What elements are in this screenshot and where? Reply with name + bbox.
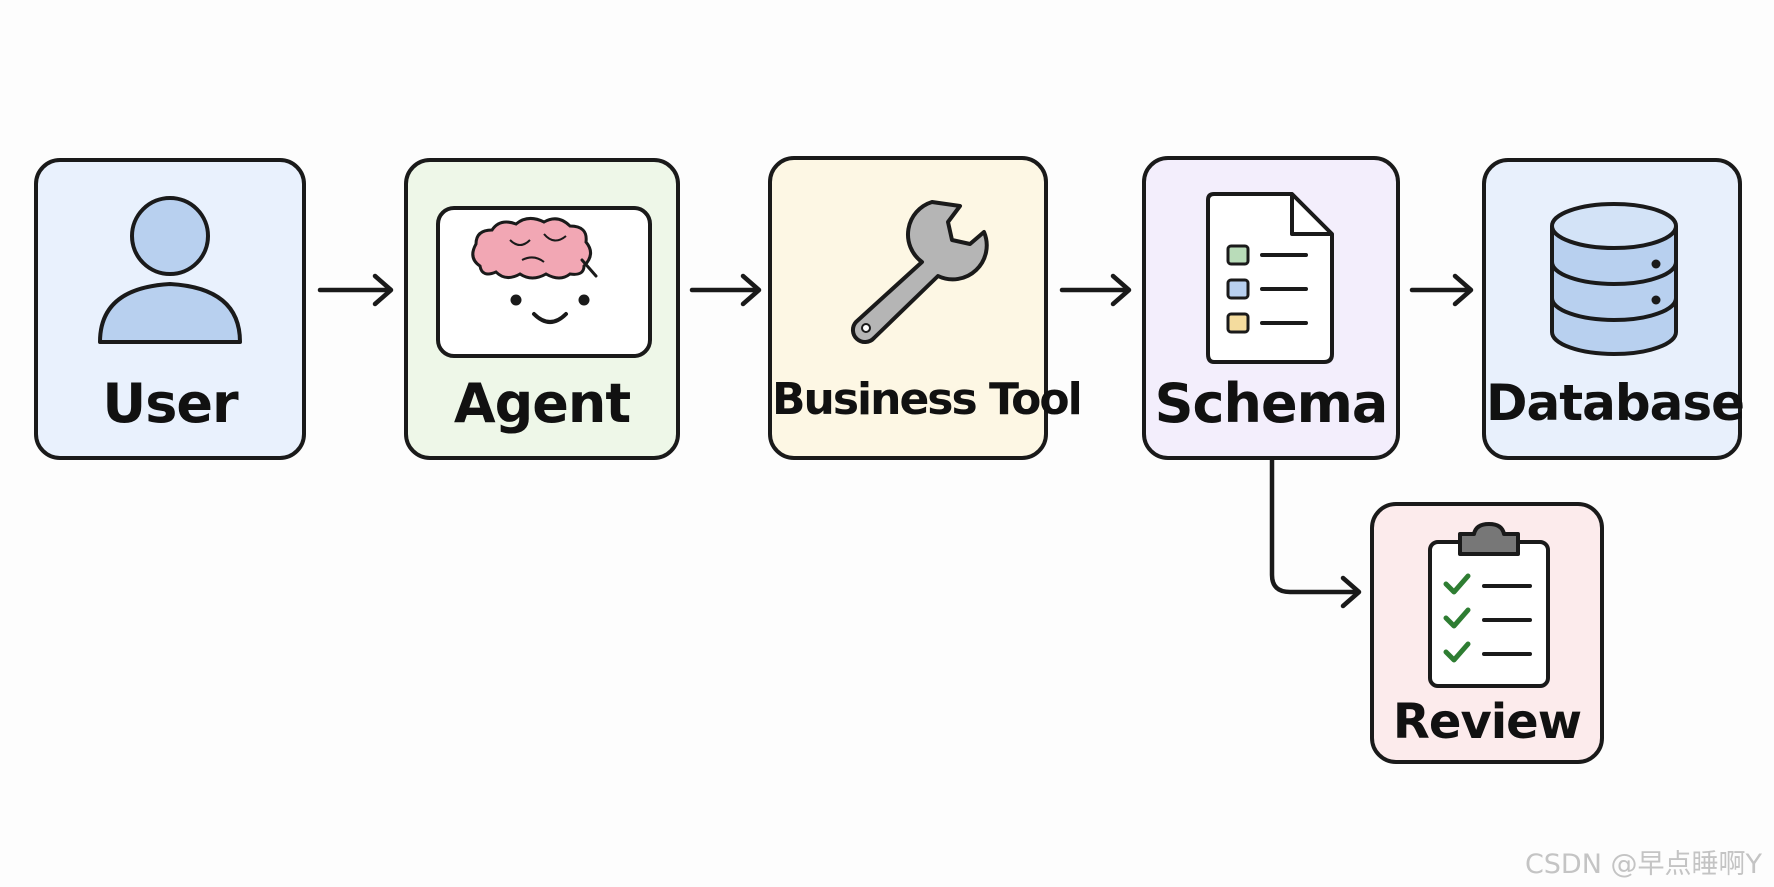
node-label: User bbox=[102, 372, 238, 435]
brain-robot-icon bbox=[436, 206, 652, 358]
document-icon bbox=[1206, 192, 1334, 364]
node-user: User bbox=[34, 158, 306, 460]
arrow-business-tool-to-schema bbox=[1059, 273, 1132, 307]
node-label: Business Tool bbox=[772, 374, 1083, 425]
node-review: Review bbox=[1370, 502, 1604, 764]
node-label: Agent bbox=[453, 372, 631, 435]
arrow-schema-to-database bbox=[1409, 273, 1474, 307]
node-label: Review bbox=[1392, 694, 1582, 750]
arrow-user-to-agent bbox=[317, 273, 394, 307]
node-label: Database bbox=[1486, 374, 1745, 432]
node-label: Schema bbox=[1154, 372, 1389, 435]
database-icon bbox=[1550, 202, 1678, 356]
node-schema: Schema bbox=[1142, 156, 1400, 460]
node-database: Database bbox=[1482, 158, 1745, 460]
node-agent: Agent bbox=[404, 158, 680, 460]
checklist-clipboard-icon bbox=[1428, 522, 1550, 688]
node-business-tool: Business Tool bbox=[768, 156, 1083, 460]
watermark: CSDN @早点睡啊Y bbox=[1524, 849, 1762, 880]
arrow-agent-to-business-tool bbox=[689, 273, 762, 307]
user-icon bbox=[98, 196, 242, 344]
arrow-schema-to-review bbox=[1269, 457, 1362, 609]
wrench-icon bbox=[850, 200, 989, 345]
